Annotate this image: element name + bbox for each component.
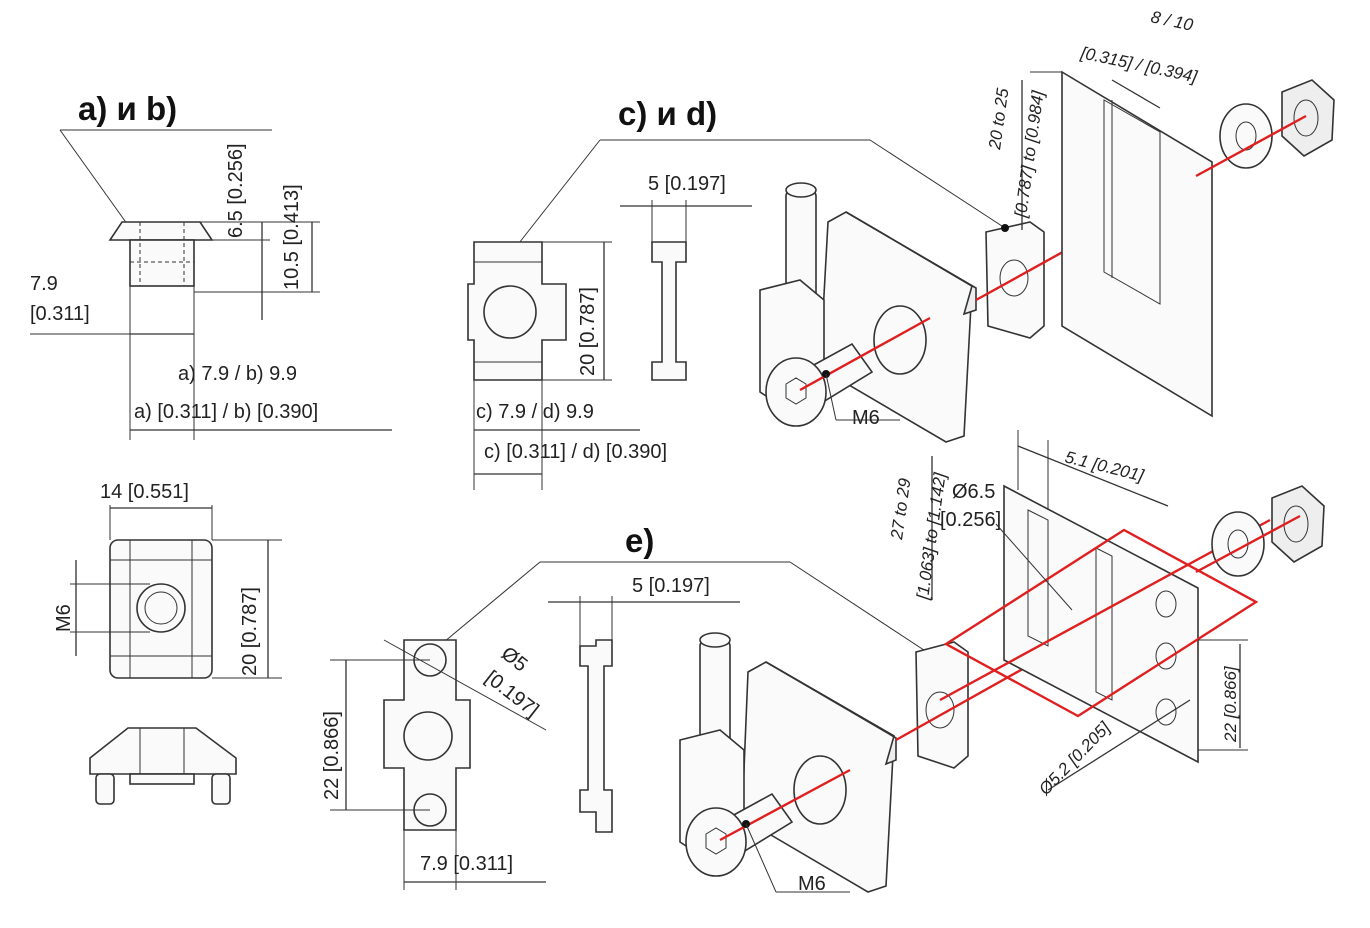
e-front-view: Ø5 [0.197] 22 [0.866] 7.9 [0.311] <box>321 561 940 890</box>
cd-slot-mm: 8 / 10 <box>1149 7 1195 35</box>
ab-dim-m6: M6 <box>53 604 75 632</box>
heading-cd: c) и d) <box>618 95 717 132</box>
cd-profile-plate <box>1061 70 1213 418</box>
ab-dim-w-in: a) [0.311] / b) [0.390] <box>134 401 318 423</box>
ab-top-view: 14 [0.551] M6 20 [0.787] <box>53 481 282 679</box>
cd-assembly: M6 20 to 25 [0.787] to [0.984] 8 / 10 [0… <box>759 7 1335 443</box>
e-dim-5: 5 [0.197] <box>632 575 710 597</box>
cd-range-mm: 20 to 25 <box>985 87 1013 152</box>
ab-dim-65: 6.5 [0.256] <box>225 143 247 238</box>
e-assembly: M6 5.1 [0.201] 27 to 29 [1.063] to [1.14… <box>679 430 1325 895</box>
e-dim-d65: Ø6.5 <box>952 481 995 503</box>
e-range-in: [1.063] to [1.142] <box>913 470 950 601</box>
ab-dim-20: 20 [0.787] <box>239 587 261 676</box>
e-dim-22-it: 22 [0.866] <box>1221 665 1240 743</box>
ab-nut-head <box>108 221 214 241</box>
ab-iso-view <box>89 727 237 805</box>
e-dim-22: 22 [0.866] <box>321 711 343 800</box>
e-dim-d5-in: [0.197] <box>481 667 543 722</box>
ab-dim-105: 10.5 [0.413] <box>281 184 303 290</box>
ab-dim-79: 7.9 <box>30 273 58 295</box>
e-dim-79: 7.9 [0.311] <box>420 853 513 875</box>
ab-dim-w-mm: a) 7.9 / b) 9.9 <box>178 363 297 385</box>
heading-ab: a) и b) <box>78 90 177 127</box>
cd-dim-w-mm: c) 7.9 / d) 9.9 <box>476 401 594 423</box>
e-dim-d52: Ø5.2 [0.205] <box>1035 717 1115 799</box>
cd-dim-20: 20 [0.787] <box>577 287 599 376</box>
cd-slot-nut <box>985 221 1045 339</box>
cd-side-view: 5 [0.197] <box>620 173 752 381</box>
e-red-frame <box>943 528 1259 718</box>
cd-slot-in: [0.315] / [0.394] <box>1078 43 1200 87</box>
e-dim-d5: Ø5 <box>497 643 532 677</box>
ab-dim-14: 14 [0.551] <box>100 481 189 503</box>
cd-screw-head <box>765 357 827 427</box>
cd-range-in: [0.787] to [0.984] <box>1011 88 1048 219</box>
e-dim-51: 5.1 [0.201] <box>1063 447 1147 485</box>
e-profile-plate <box>1003 484 1199 764</box>
ab-dim-79-in: [0.311] <box>30 303 90 325</box>
e-dim-d65-in: [0.256] <box>940 509 1001 531</box>
cd-leaf-hole <box>873 305 927 375</box>
ab-thread-hole <box>136 583 186 633</box>
e-dim-m6: M6 <box>798 873 826 895</box>
ab-leader <box>59 129 131 229</box>
cd-front-view: 20 [0.787] c) 7.9 / d) 9.9 c) [0.311] / … <box>467 139 1006 490</box>
cd-dim-5: 5 [0.197] <box>648 173 726 195</box>
ab-side-view: 6.5 [0.256] 10.5 [0.413] 7.9 [0.311] a) … <box>30 129 392 440</box>
cd-plate-hole <box>483 285 537 339</box>
e-range-mm: 27 to 29 <box>887 477 915 542</box>
heading-e: e) <box>625 522 654 559</box>
e-side-view: 5 [0.197] <box>548 575 740 833</box>
cd-dim-m6: M6 <box>852 407 880 429</box>
cd-dim-w-in: c) [0.311] / d) [0.390] <box>484 441 667 463</box>
ab-nut-body <box>129 239 195 287</box>
